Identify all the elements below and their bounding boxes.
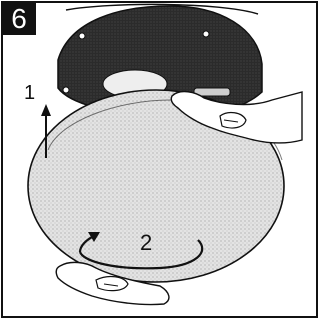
screw-icon	[63, 87, 69, 93]
lift-step-label: 1	[24, 82, 35, 104]
screw-icon	[79, 33, 85, 39]
screw-icon	[203, 31, 209, 37]
step-number-badge: 6	[2, 2, 36, 35]
rotate-step-label: 2	[140, 230, 152, 255]
